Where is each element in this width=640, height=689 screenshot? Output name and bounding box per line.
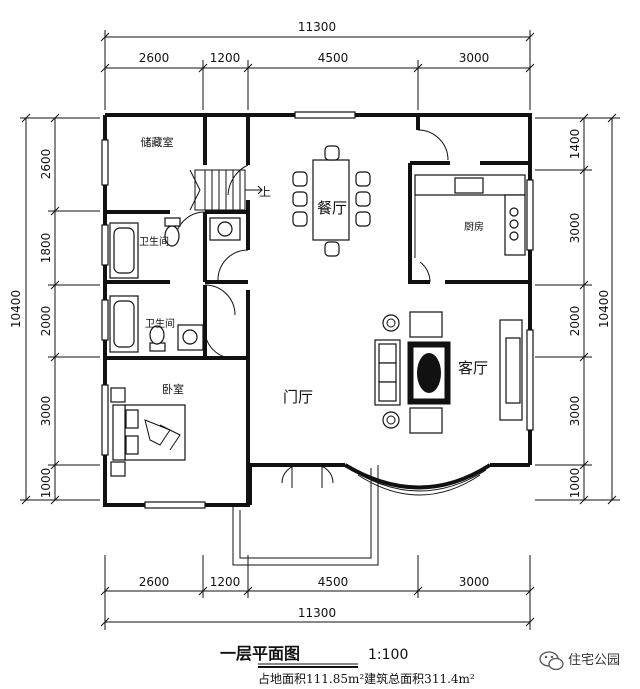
left-dim-4: 3000 xyxy=(39,396,53,427)
right-dimensions: 1400 3000 2000 3000 1000 10400 xyxy=(535,113,620,505)
wechat-icon xyxy=(539,651,564,671)
top-dim-4: 3000 xyxy=(459,51,490,65)
left-dim-1: 2600 xyxy=(39,149,53,180)
room-label-kitchen: 厨房 xyxy=(464,220,484,233)
top-dimensions: 11300 2600 1200 4500 3000 xyxy=(100,20,535,110)
room-labels: 储藏室 餐厅 上 厨房 卫生间 卫生间 客厅 卧室 门厅 xyxy=(139,135,488,406)
bottom-dimensions: 2600 1200 4500 3000 11300 xyxy=(100,555,535,630)
right-dim-3: 2000 xyxy=(568,306,582,337)
bottom-dim-1: 2600 xyxy=(139,575,170,589)
plan-footer: 一层平面图 1:100 占地面积111.85m²建筑总面积311.4m² xyxy=(220,644,475,686)
bathroom-1-fixtures xyxy=(109,217,241,279)
top-dim-2: 1200 xyxy=(210,51,241,65)
top-dim-1: 2600 xyxy=(139,51,170,65)
interior-walls xyxy=(105,115,530,505)
windows xyxy=(101,111,534,509)
watermark: 住宅公园 xyxy=(539,651,620,671)
plan-title: 一层平面图 xyxy=(220,644,300,663)
right-dim-5: 1000 xyxy=(568,468,582,499)
room-label-bathroom-2: 卫生间 xyxy=(145,317,175,330)
left-dim-2: 1800 xyxy=(39,233,53,264)
bottom-total-dim: 11300 xyxy=(298,606,336,620)
bottom-dim-4: 3000 xyxy=(459,575,490,589)
plan-scale: 1:100 xyxy=(368,647,408,663)
bottom-dim-2: 1200 xyxy=(210,575,241,589)
stairs xyxy=(189,169,263,211)
watermark-text: 住宅公园 xyxy=(568,653,620,668)
top-total-dim: 11300 xyxy=(298,20,336,34)
dining-table xyxy=(292,145,371,257)
door-swings xyxy=(174,129,449,359)
left-dimensions: 10400 2600 1800 2000 3000 1000 xyxy=(9,113,100,505)
bottom-dim-3: 4500 xyxy=(318,575,349,589)
left-total-dim: 10400 xyxy=(9,290,23,328)
bathroom-2-fixtures xyxy=(109,295,204,353)
left-dim-3: 2000 xyxy=(39,306,53,337)
room-label-dining: 餐厅 xyxy=(317,199,347,217)
room-label-bathroom-1: 卫生间 xyxy=(139,235,169,248)
room-label-foyer: 门厅 xyxy=(283,388,313,406)
kitchen-fixtures xyxy=(414,174,526,258)
room-label-living: 客厅 xyxy=(458,359,488,377)
right-dim-1: 1400 xyxy=(568,129,582,160)
right-total-dim: 10400 xyxy=(597,290,611,328)
stairs-up-label: 上 xyxy=(259,185,271,199)
room-label-bedroom: 卧室 xyxy=(162,382,184,396)
room-label-storage: 储藏室 xyxy=(141,135,174,149)
right-dim-4: 3000 xyxy=(568,396,582,427)
area-note: 占地面积111.85m²建筑总面积311.4m² xyxy=(258,671,475,686)
bedroom-furniture xyxy=(110,387,186,477)
living-room-furniture xyxy=(374,311,523,434)
right-dim-2: 3000 xyxy=(568,213,582,244)
left-dim-5: 1000 xyxy=(39,468,53,499)
top-dim-3: 4500 xyxy=(318,51,349,65)
